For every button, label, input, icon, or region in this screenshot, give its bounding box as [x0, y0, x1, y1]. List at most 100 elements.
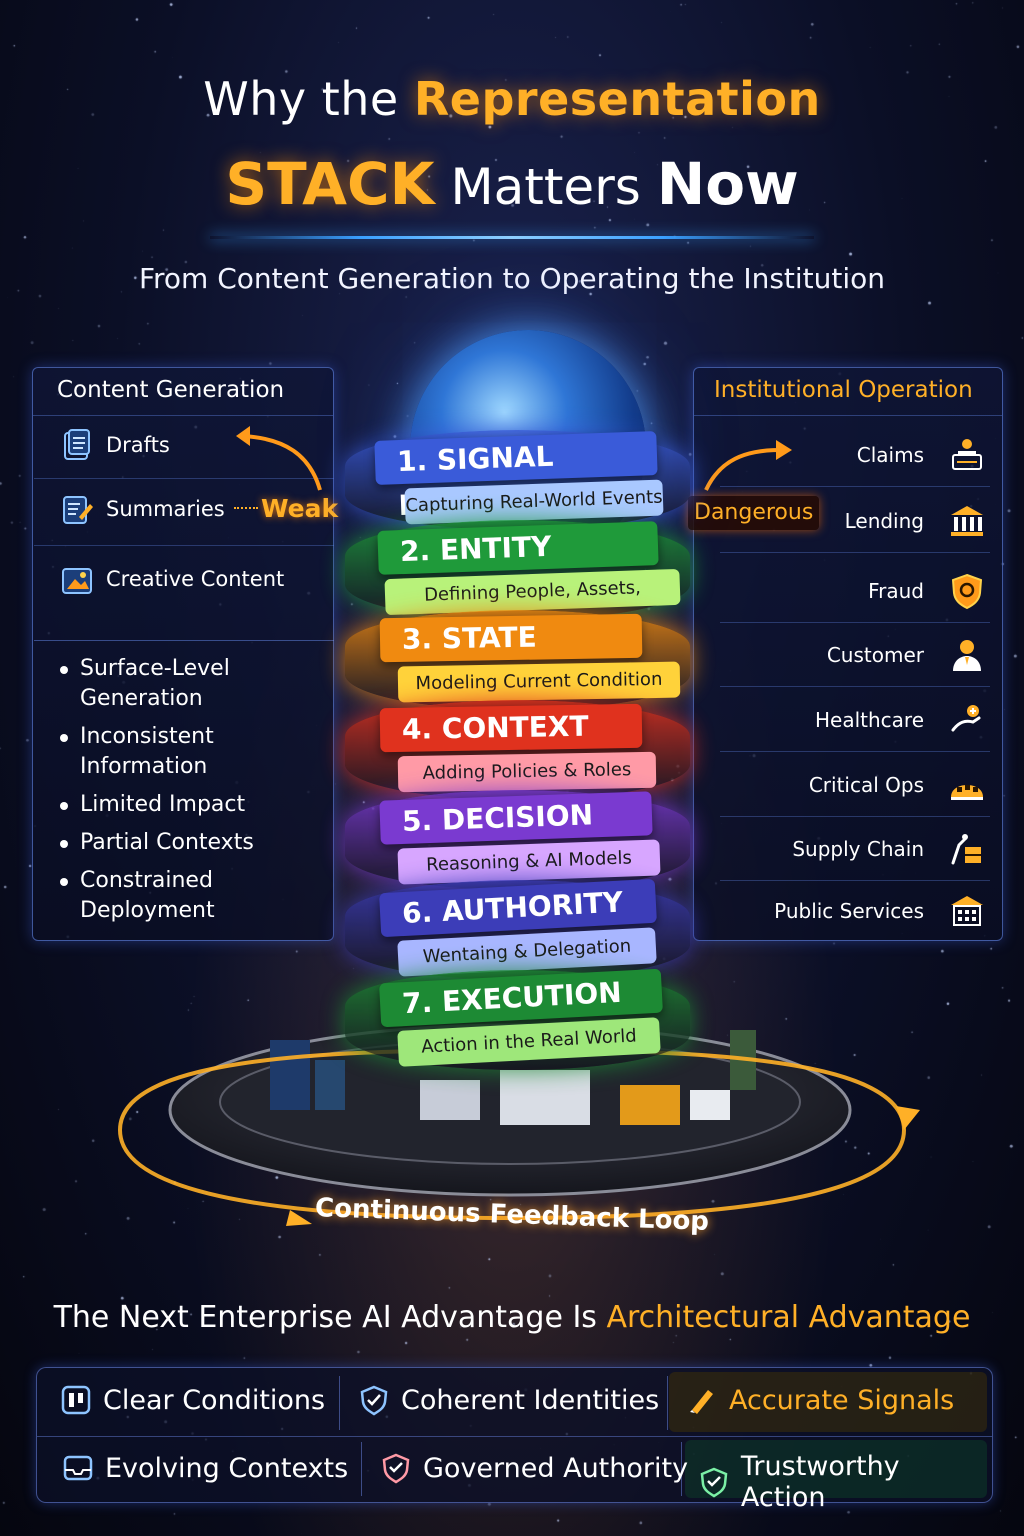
authority-shield-icon: [379, 1451, 413, 1485]
title-now: Now: [656, 150, 799, 218]
row-divider: [720, 622, 990, 623]
stack-layer-title: 4. CONTEXT: [379, 703, 643, 753]
right-item-label: Customer: [826, 643, 924, 667]
highlight-cell-bg: [685, 1440, 987, 1498]
content-generation-panel: Content Generation: [32, 367, 334, 941]
right-item-public-services: Public Services: [774, 890, 988, 932]
page-title-line2: STACK Matters Now: [0, 150, 1024, 218]
bank-icon: [946, 500, 988, 542]
title-highlight: Representation: [413, 72, 821, 126]
grid-divider: [339, 1376, 340, 1430]
highlight-cell-bg: [669, 1372, 987, 1432]
list-item: Constrained Deployment: [58, 866, 258, 926]
right-item-lending: Lending: [845, 500, 988, 542]
left-item-summaries: Summaries: [58, 490, 225, 528]
right-item-label: Supply Chain: [792, 837, 924, 861]
grid-divider: [361, 1442, 362, 1496]
principles-grid: Clear Conditions Coherent Identities Acc…: [36, 1367, 993, 1513]
claims-desk-icon: [946, 434, 988, 476]
right-item-customer: Customer: [827, 634, 988, 676]
city-platform: [168, 1023, 852, 1197]
identity-shield-icon: [357, 1383, 391, 1417]
panel-heading: Institutional Operation: [694, 368, 1002, 416]
list-item: Inconsistent Information: [58, 722, 238, 782]
left-item-label: Creative Content: [106, 567, 285, 591]
stack-layer-subtitle: Adding Policies & Roles: [397, 751, 657, 793]
right-item-fraud: Fraud: [868, 570, 988, 612]
row-divider: [720, 751, 990, 752]
panel-divider: [34, 640, 334, 641]
row-divider: [720, 686, 990, 687]
conditions-icon: [59, 1383, 93, 1417]
principle-trustworthy-action: Trustworthy Action: [697, 1451, 992, 1513]
grid-divider: [37, 1436, 992, 1437]
left-item-drafts: Drafts: [58, 426, 170, 464]
institutional-operation-panel: Institutional Operation: [693, 367, 1003, 941]
trust-shield-icon: [697, 1465, 731, 1499]
title-stack: STACK: [225, 150, 435, 218]
weak-connector: [234, 507, 258, 509]
principle-label: Evolving Contexts: [105, 1452, 349, 1484]
principle-label: Clear Conditions: [103, 1384, 326, 1416]
list-item: Surface-Level Generation: [58, 654, 258, 714]
principle-evolving-contexts: Evolving Contexts: [61, 1451, 348, 1485]
critical-ops-icon: [946, 764, 988, 806]
limitations-list: Surface-Level Generation Inconsistent In…: [58, 654, 328, 934]
weak-arrow-icon: [236, 426, 322, 491]
tagline-text: The Next Enterprise AI Advantage Is: [53, 1300, 607, 1335]
left-item-label: Summaries: [106, 497, 225, 521]
principle-accurate-signals: Accurate Signals: [685, 1383, 954, 1417]
panel-heading: Content Generation: [33, 368, 333, 416]
right-item-supply-chain: Supply Chain: [792, 828, 988, 870]
right-item-label: Healthcare: [814, 708, 924, 732]
row-divider: [720, 816, 990, 817]
right-item-label: Public Services: [774, 899, 924, 923]
weak-label: Weak: [261, 494, 339, 523]
list-item: Limited Impact: [58, 790, 328, 820]
principle-label: Trustworthy Action: [740, 1451, 900, 1513]
list-item: Partial Contexts: [58, 828, 328, 858]
summary-edit-icon: [58, 490, 96, 528]
document-stack-icon: [58, 426, 96, 464]
grid-divider: [667, 1376, 668, 1430]
dangerous-arrow-icon: [704, 440, 792, 491]
principle-clear-conditions: Clear Conditions: [59, 1383, 325, 1417]
page-subtitle: From Content Generation to Operating the…: [138, 262, 886, 295]
right-item-claims: Claims: [857, 434, 988, 476]
page-title-line1: Why the Representation: [0, 72, 1024, 126]
left-item-label: Drafts: [106, 433, 170, 457]
supply-chain-icon: [946, 828, 988, 870]
tagline: The Next Enterprise AI Advantage Is Arch…: [0, 1300, 1024, 1335]
title-matters: Matters: [434, 158, 657, 216]
right-item-label: Lending: [844, 509, 924, 533]
principle-label: Governed Authority: [423, 1452, 689, 1484]
principle-label: Accurate Signals: [729, 1384, 955, 1416]
signal-pen-icon: [685, 1383, 719, 1417]
row-divider: [720, 486, 990, 487]
stack-layer-subtitle: Modeling Current Condition: [397, 661, 681, 703]
row-divider: [720, 552, 990, 553]
context-tray-icon: [61, 1451, 95, 1485]
right-item-label: Claims: [856, 443, 924, 467]
dangerous-label: Dangerous: [688, 496, 820, 530]
left-item-creative-content: Creative Content: [58, 560, 284, 598]
public-building-icon: [946, 890, 988, 932]
grid-divider: [681, 1442, 682, 1496]
row-divider: [720, 880, 990, 881]
stack-layer-title: 3. STATE: [379, 613, 643, 663]
healthcare-hand-icon: [946, 699, 988, 741]
right-item-critical-ops: Critical Ops: [809, 764, 988, 806]
right-item-label: Fraud: [868, 579, 924, 603]
right-item-label: Critical Ops: [808, 773, 924, 797]
title-text: Why the: [203, 72, 414, 126]
principle-coherent-identities: Coherent Identities: [357, 1383, 659, 1417]
creative-folder-icon: [58, 560, 96, 598]
tagline-highlight: Architectural Advantage: [606, 1300, 971, 1335]
row-divider: [34, 478, 334, 479]
row-divider: [34, 545, 334, 546]
person-icon: [946, 634, 988, 676]
principle-label: Coherent Identities: [401, 1384, 660, 1416]
shield-icon: [946, 570, 988, 612]
right-item-healthcare: Healthcare: [815, 699, 988, 741]
principle-governed-authority: Governed Authority: [379, 1451, 688, 1485]
